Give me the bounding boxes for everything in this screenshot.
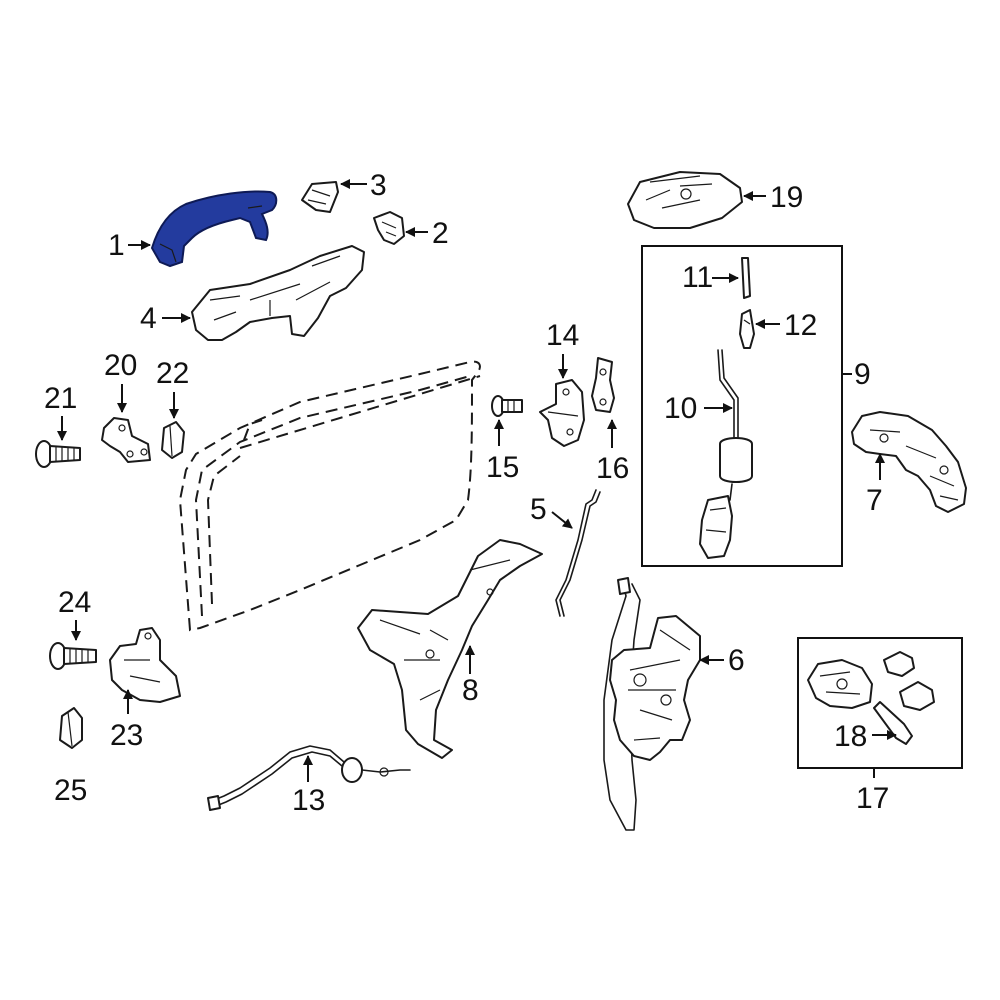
callout-label-17[interactable]: 17 (856, 782, 889, 815)
group-box-part-9 (641, 245, 843, 567)
outside-handle-part-1[interactable] (150, 190, 278, 268)
clip-part-2[interactable] (373, 211, 405, 245)
nut-part-22[interactable] (161, 421, 185, 459)
lock-rod-part-5[interactable] (555, 489, 601, 617)
callout-label-5[interactable]: 5 (530, 493, 547, 526)
lock-set-part-17[interactable] (807, 651, 935, 711)
callout-label-8[interactable]: 8 (462, 674, 479, 707)
callout-label-14[interactable]: 14 (546, 319, 579, 352)
group-box-part-17 (797, 637, 963, 769)
shim-part-16[interactable] (591, 357, 615, 413)
striker-part-14[interactable] (539, 379, 585, 447)
callout-label-2[interactable]: 2 (432, 217, 449, 250)
callout-arrow-5 (551, 511, 573, 529)
key-part-18[interactable] (873, 701, 913, 745)
hinge-part-20[interactable] (101, 417, 151, 463)
callout-label-7[interactable]: 7 (866, 484, 883, 517)
bracket-part-8[interactable] (357, 539, 543, 759)
screw-part-15[interactable] (491, 395, 523, 417)
key-blade-part-11[interactable] (741, 257, 751, 299)
callout-label-15[interactable]: 15 (486, 451, 519, 484)
key-fob-part-19[interactable] (627, 171, 743, 229)
key-insert-part-12[interactable] (739, 309, 755, 349)
callout-label-25[interactable]: 25 (54, 774, 87, 807)
callout-label-9[interactable]: 9 (854, 358, 871, 391)
callout-label-11[interactable]: 11 (682, 261, 713, 294)
nut-part-25[interactable] (59, 707, 83, 749)
cable-part-13[interactable] (207, 745, 411, 811)
callout-label-18[interactable]: 18 (834, 720, 867, 753)
door-outline (178, 360, 481, 632)
callout-label-22[interactable]: 22 (156, 357, 189, 390)
callout-label-4[interactable]: 4 (140, 302, 157, 335)
hinge-part-23[interactable] (109, 627, 181, 703)
handle-carrier-part-4[interactable] (191, 245, 365, 341)
callout-label-6[interactable]: 6 (728, 644, 745, 677)
callout-label-16[interactable]: 16 (596, 452, 629, 485)
callout-label-12[interactable]: 12 (784, 309, 817, 342)
callout-label-21[interactable]: 21 (44, 382, 77, 415)
lock-cylinder-part-10[interactable] (699, 349, 753, 559)
callout-label-3[interactable]: 3 (370, 169, 387, 202)
callout-label-1[interactable]: 1 (108, 229, 125, 262)
handle-cap-part-3[interactable] (301, 181, 339, 213)
bolt-part-24[interactable] (49, 642, 97, 670)
callout-label-19[interactable]: 19 (770, 181, 803, 214)
callout-label-13[interactable]: 13 (292, 784, 325, 817)
callout-label-10[interactable]: 10 (664, 392, 697, 425)
bolt-part-21[interactable] (35, 440, 81, 468)
callout-label-23[interactable]: 23 (110, 719, 143, 752)
door-lock-part-6[interactable] (603, 577, 701, 831)
callout-label-20[interactable]: 20 (104, 349, 137, 382)
callout-label-24[interactable]: 24 (58, 586, 91, 619)
